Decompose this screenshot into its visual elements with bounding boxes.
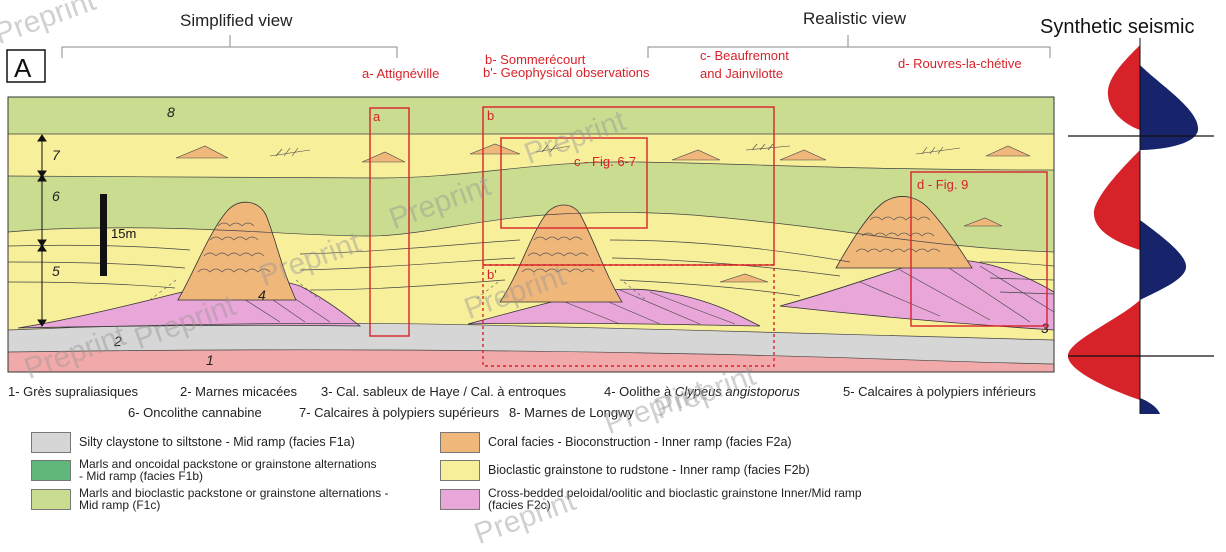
unit-4-label: 4 [258, 287, 266, 303]
panel-label-box [6, 49, 46, 83]
facies-label-f2a: Coral facies - Bioconstruction - Inner r… [488, 435, 792, 449]
formation-5: 5- Calcaires à polypiers inférieurs [843, 384, 1036, 399]
unit-1-label: 1 [206, 352, 214, 368]
facies-swatch-f1b [31, 460, 71, 481]
formation-4-prefix: 4- Oolithe à [604, 384, 675, 399]
formation-7: 7- Calcaires à polypiers supérieurs [299, 405, 500, 420]
formation-1: 1- Grès supraliasiques [8, 384, 139, 399]
box-bprime [482, 264, 775, 367]
site-c-label-2: and Jainvilotte [700, 66, 783, 81]
facies-label-f1a: Silty claystone to siltstone - Mid ramp … [79, 435, 355, 449]
cross-section [7, 96, 1055, 373]
seismic-blue-fill [1140, 65, 1199, 414]
unit-2-label: 2 [113, 333, 122, 349]
box-b-label: b [487, 108, 494, 123]
box-d-label: d - Fig. 9 [917, 177, 968, 192]
scale-label: 15m [111, 226, 136, 241]
box-d [910, 171, 1048, 327]
facies-swatch-f2c [440, 489, 480, 510]
formation-4: 4- Oolithe à Clypeus angistoporus [604, 384, 800, 399]
box-c-label: c - Fig. 6-7 [574, 154, 636, 169]
box-c [500, 137, 648, 229]
header-seismic: Synthetic seismic [1040, 16, 1195, 38]
thickness-arrows [37, 134, 47, 327]
facies-swatch-f1c [31, 489, 71, 510]
facies-label-f1b: Marls and oncoidal packstone or grainsto… [79, 457, 377, 483]
header-brackets [61, 35, 1051, 58]
seismic-trace [1067, 38, 1214, 414]
facies-swatch-f2b [440, 460, 480, 481]
scale-bar [100, 194, 107, 276]
formation-6: 6- Oncolithe cannabine [128, 405, 262, 420]
coral-mound-1 [177, 201, 297, 301]
box-a-label: a [373, 109, 381, 124]
facies-label-f1c: Marls and bioclastic packstone or grains… [79, 486, 389, 512]
unit-8-layer [8, 97, 1054, 134]
site-a-label: a- Attignéville [362, 66, 439, 81]
unit-4-body-3 [779, 259, 1054, 331]
header-realistic: Realistic view [803, 9, 907, 28]
formation-list: 1- Grès supraliasiques 2- Marnes micacée… [8, 384, 1036, 420]
diagram-canvas: Simplified view Realistic view Synthetic… [6, 9, 1214, 420]
unit-8-label: 8 [167, 104, 175, 120]
unit-5-label: 5 [52, 263, 60, 279]
facies-label-f2c: Cross-bedded peloidal/oolitic and biocla… [488, 486, 862, 512]
unit-6-label: 6 [52, 188, 60, 204]
facies-label-f2b: Bioclastic grainstone to rudstone - Inne… [488, 463, 810, 477]
formation-8: 8- Marnes de Longwy [509, 405, 635, 420]
facies-swatch-f1a [31, 432, 71, 453]
unit-1-layer [8, 349, 1054, 372]
header-simplified: Simplified view [180, 11, 293, 30]
unit-labels: 8 7 6 5 4 3 2 1 [52, 104, 1049, 368]
box-a [369, 107, 410, 337]
box-bprime-label: b' [487, 267, 497, 282]
observation-boxes [369, 106, 1048, 367]
facies-swatch-f2a [440, 432, 480, 453]
unit-3-label: 3 [1041, 320, 1049, 336]
unit-7-label: 7 [52, 147, 61, 163]
seismic-red-fill [1067, 45, 1140, 400]
site-c-label-1: c- Beaufremont [700, 48, 789, 63]
site-b-label: b- Sommerécourt [485, 52, 586, 67]
formation-2: 2- Marnes micacées [180, 384, 298, 399]
site-bprime-label: b'- Geophysical observations [483, 65, 650, 80]
site-d-label: d- Rouvres-la-chétive [898, 56, 1022, 71]
formation-3: 3- Cal. sableux de Haye / Cal. à entroqu… [321, 384, 566, 399]
formation-4-species: Clypeus angistoporus [675, 384, 801, 399]
panel-label: A [14, 53, 32, 83]
